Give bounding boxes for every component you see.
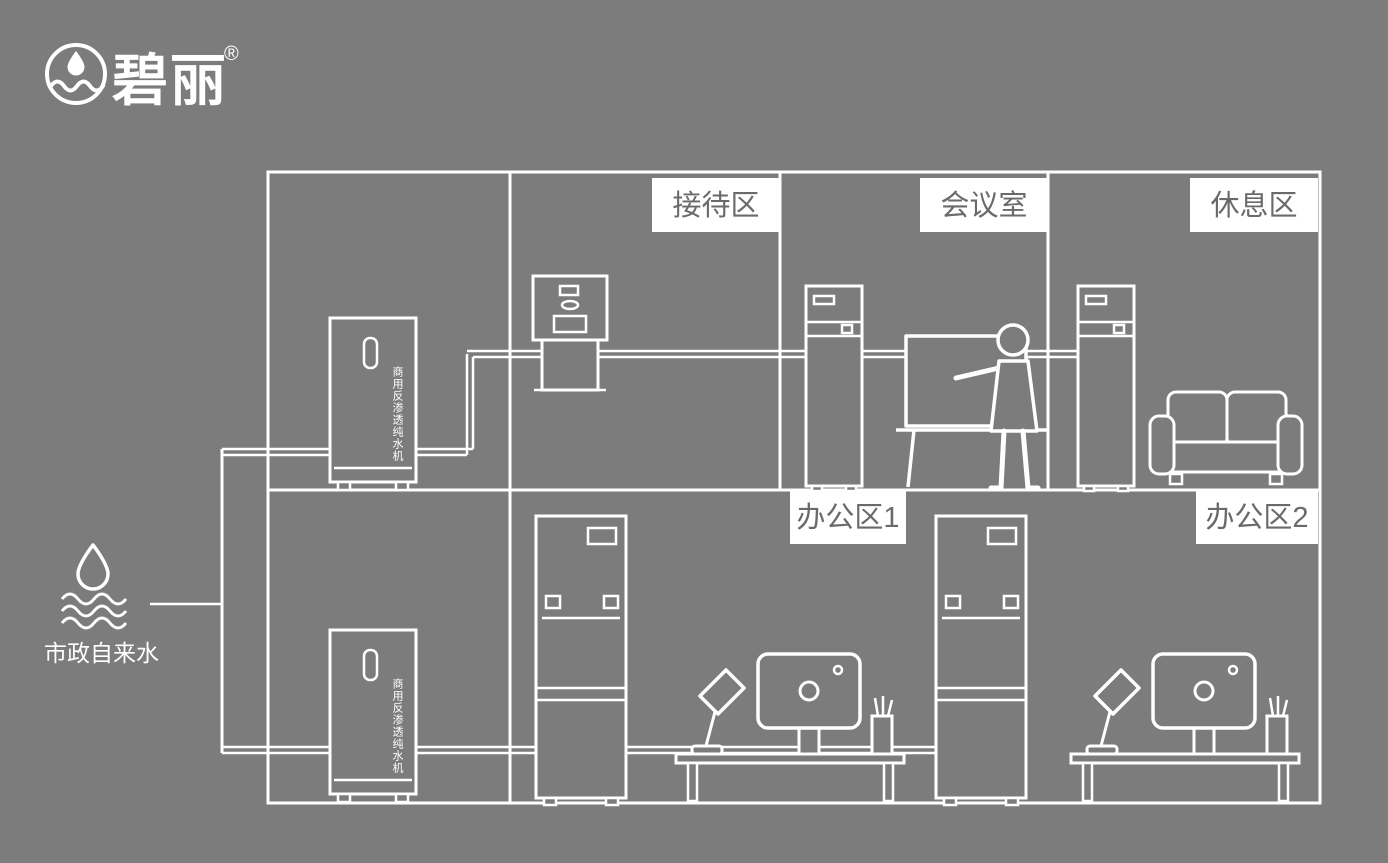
ro-machine-upper-label: 商用反渗透纯水机 <box>391 365 404 462</box>
room-label-reception-text: 接待区 <box>672 189 759 222</box>
pen-holder-icon <box>1265 696 1289 756</box>
room-label-reception: 接待区 <box>652 178 780 232</box>
countertop-dispenser-icon <box>531 274 609 392</box>
brand-name: 碧丽 <box>112 49 228 112</box>
ro-machine-lower-label: 商用反渗透纯水机 <box>391 677 404 774</box>
ro-machine-upper-icon: 商用反渗透纯水机 <box>328 316 418 492</box>
room-label-rest-bg <box>1190 178 1318 232</box>
registered-mark: ® <box>224 43 239 65</box>
desk-office2 <box>1069 652 1301 803</box>
room-label-reception-bg <box>652 178 780 232</box>
desk-lamp-icon <box>1085 668 1141 756</box>
desk-icon <box>674 752 906 803</box>
water-waves-icon <box>60 592 128 630</box>
floor-dispenser-office1-icon <box>534 514 628 807</box>
room-label-office2-text: 办公区2 <box>1205 501 1308 534</box>
monitor-icon <box>756 652 862 756</box>
room-label-rest-text: 休息区 <box>1210 189 1297 222</box>
room-label-meeting-text: 会议室 <box>940 189 1027 222</box>
room-label-office1: 办公区1 <box>790 490 906 544</box>
water-drop-icon <box>76 543 110 591</box>
ro-machine-lower-icon: 商用反渗透纯水机 <box>328 628 418 804</box>
pen-holder-icon <box>870 696 894 756</box>
brand-logo: 碧丽 ® <box>45 43 239 112</box>
standing-dispenser-meeting-icon <box>804 284 864 493</box>
room-label-office2-bg <box>1196 490 1318 544</box>
person-presenting-icon <box>953 323 1041 491</box>
building-outline <box>266 170 1322 805</box>
floor-dispenser-office2-icon <box>934 514 1028 807</box>
desk-icon <box>1069 752 1301 803</box>
room-label-office1-bg <box>790 490 906 544</box>
logo-wave-icon <box>49 79 105 93</box>
room-label-rest: 休息区 <box>1190 178 1318 232</box>
standing-dispenser-rest-icon <box>1076 284 1136 493</box>
room-label-office2: 办公区2 <box>1196 490 1318 544</box>
water-source-label: 市政自来水 <box>44 640 159 666</box>
room-label-meeting: 会议室 <box>920 178 1048 232</box>
logo-drop-icon <box>67 51 85 76</box>
room-label-office1-text: 办公区1 <box>796 501 899 534</box>
room-label-meeting-bg <box>920 178 1048 232</box>
water-source: 市政自来水 <box>44 543 159 666</box>
desk-office1 <box>674 652 906 803</box>
brand-logo-icon <box>45 43 107 105</box>
sofa-icon <box>1148 390 1304 486</box>
